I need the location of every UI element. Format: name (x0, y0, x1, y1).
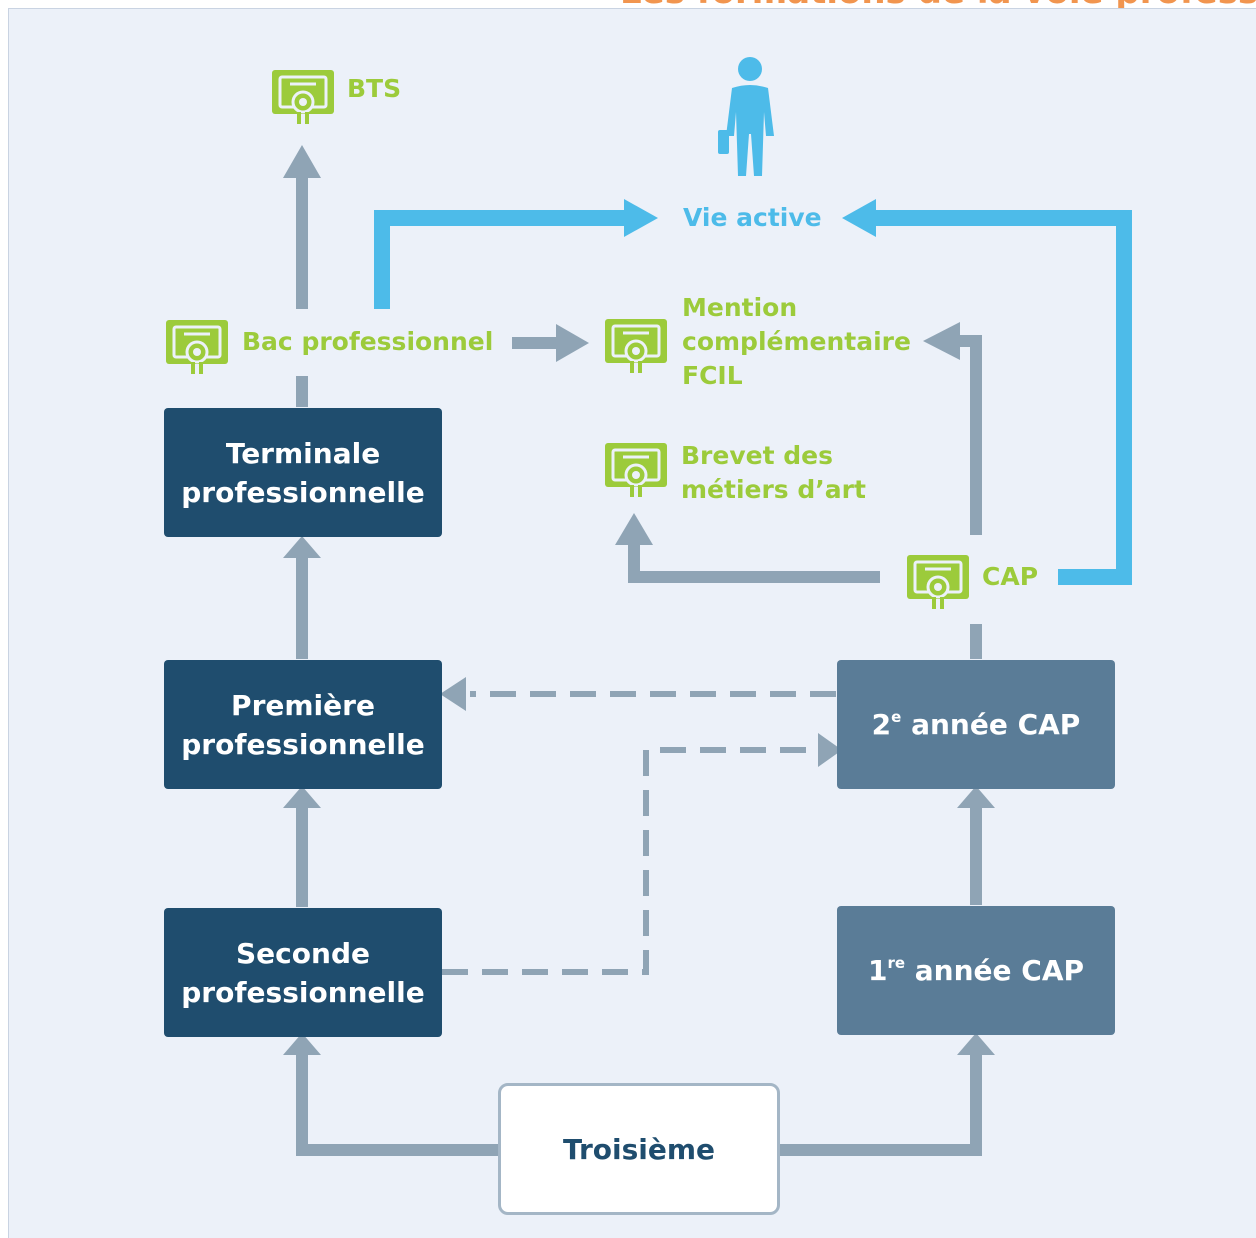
diploma-icon (605, 319, 667, 373)
arrowhead-cap2 (957, 786, 995, 808)
diploma-icon (605, 443, 667, 497)
blue-arrow-cap-to-vie-active (876, 210, 1132, 585)
bts-label: BTS (347, 74, 402, 103)
seconde-line1: Seconde (236, 936, 370, 970)
bac-pro-label: Bac professionnel (242, 327, 494, 356)
seconde-line2: professionnelle (181, 975, 425, 1009)
arrowhead-bts (283, 145, 321, 178)
cap-year1-text: 1re année CAP (867, 954, 1085, 987)
brevet-line1: Brevet des (681, 441, 833, 470)
terminale-line1: Terminale (225, 436, 381, 470)
cap-year2-box: 2e année CAP (837, 660, 1115, 789)
arrowhead-cap1 (957, 1033, 995, 1055)
troisieme-box: Troisième (498, 1083, 780, 1215)
blue-arrowhead-left-side (624, 199, 658, 237)
premiere-line2: professionnelle (181, 727, 425, 761)
heading-cropped: Les formations de la voie professionnell… (620, 0, 1256, 8)
mention-line1: Mention (682, 293, 798, 322)
arrowhead-terminale (283, 536, 321, 558)
arrowhead-brevet (615, 513, 653, 545)
arrowhead-seconde (283, 1033, 321, 1055)
arrowhead-mention-right (923, 322, 960, 360)
blue-arrow-bac-to-vie-active (374, 210, 628, 309)
vie-active-label: Vie active (683, 203, 822, 232)
diploma-icon (166, 320, 228, 374)
cap-label: CAP (982, 562, 1039, 591)
person-icon (718, 57, 774, 176)
dashed-arrowhead-premiere (440, 677, 466, 711)
cap-year1-box: 1re année CAP (837, 906, 1115, 1035)
diploma-icon (907, 555, 969, 609)
arrowhead-mention-left (556, 324, 589, 362)
mention-line3: FCIL (682, 361, 743, 390)
mention-label: Mention complémentaire FCIL (682, 291, 911, 393)
diploma-icon (272, 70, 334, 124)
dashed-arrowhead-cap2 (818, 733, 842, 767)
premiere-pro-box: Première professionnelle (164, 660, 442, 789)
cap-year2-text: 2e année CAP (871, 708, 1081, 741)
seconde-pro-box: Seconde professionnelle (164, 908, 442, 1037)
terminale-pro-box: Terminale professionnelle (164, 408, 442, 537)
arrow-troisieme-to-cap1 (780, 1050, 982, 1156)
premiere-line1: Première (231, 688, 375, 722)
brevet-line2: métiers d’art (681, 475, 866, 504)
arrow-cap-to-brevet (628, 540, 880, 583)
terminale-line2: professionnelle (181, 475, 425, 509)
brevet-label: Brevet des métiers d’art (681, 439, 866, 507)
arrow-troisieme-to-seconde (296, 1050, 500, 1156)
dashed-seconde-to-cap2 (442, 747, 820, 975)
mention-line2: complémentaire (682, 327, 911, 356)
arrowhead-premiere (283, 786, 321, 808)
arrow-cap-to-mention (955, 335, 982, 535)
blue-arrowhead-right-side (842, 199, 876, 237)
